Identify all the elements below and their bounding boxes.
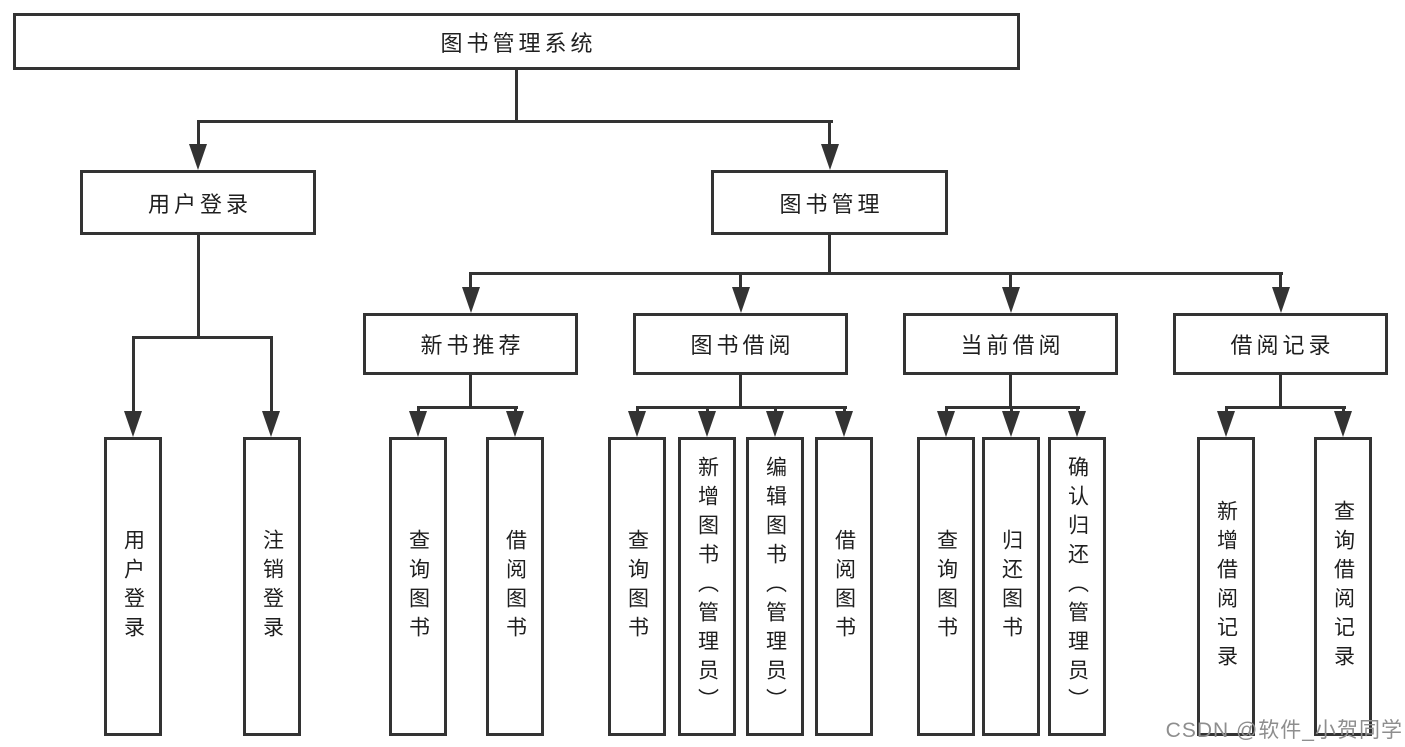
arrowhead-icon xyxy=(1217,411,1235,437)
node-new-book-recommend: 新书推荐 xyxy=(363,313,578,375)
connector-line xyxy=(196,120,200,148)
arrowhead-icon xyxy=(937,411,955,437)
arrowhead-icon xyxy=(461,287,480,313)
arrowhead-icon xyxy=(1002,411,1020,437)
arrowhead-icon xyxy=(1068,411,1086,437)
leaf-edit-books-admin: 编辑图书（管理员） xyxy=(746,437,804,736)
leaf-borrow-books-borrow: 借阅图书 xyxy=(815,437,873,736)
arrowhead-icon xyxy=(1001,287,1020,313)
leaf-query-books-recommend: 查询图书 xyxy=(389,437,447,736)
node-book-borrow: 图书借阅 xyxy=(633,313,848,375)
connector-line xyxy=(416,406,518,409)
arrowhead-icon xyxy=(262,411,280,437)
connector-line xyxy=(1009,375,1012,409)
leaf-confirm-return-admin: 确认归还（管理员） xyxy=(1048,437,1106,736)
arrowhead-icon xyxy=(506,411,524,437)
connector-line xyxy=(196,235,200,339)
connector-line xyxy=(1279,375,1282,409)
leaf-user-login: 用户登录 xyxy=(104,437,162,736)
connector-line xyxy=(739,272,742,292)
arrowhead-icon xyxy=(698,411,716,437)
leaf-return-books: 归还图书 xyxy=(982,437,1040,736)
connector-line xyxy=(739,375,742,409)
node-book-management: 图书管理 xyxy=(711,170,948,235)
connector-line xyxy=(269,336,273,414)
connector-line xyxy=(196,120,833,123)
arrowhead-icon xyxy=(628,411,646,437)
connector-line xyxy=(469,272,472,292)
arrowhead-icon xyxy=(409,411,427,437)
connector-line xyxy=(131,336,273,339)
leaf-logout: 注销登录 xyxy=(243,437,301,736)
connector-line xyxy=(1279,272,1282,292)
connector-line xyxy=(469,375,472,409)
node-current-borrow: 当前借阅 xyxy=(903,313,1118,375)
node-user-login: 用户登录 xyxy=(80,170,316,235)
connector-line xyxy=(635,406,847,409)
connector-line xyxy=(1009,272,1012,292)
node-library-system: 图书管理系统 xyxy=(13,13,1020,70)
leaf-add-borrow-record: 新增借阅记录 xyxy=(1197,437,1255,736)
arrowhead-icon xyxy=(766,411,784,437)
arrowhead-icon xyxy=(1271,287,1290,313)
arrowhead-icon xyxy=(124,411,142,437)
connector-line xyxy=(828,120,831,148)
leaf-query-books-borrow: 查询图书 xyxy=(608,437,666,736)
arrowhead-icon xyxy=(189,144,207,170)
connector-line xyxy=(828,235,831,275)
connector-line xyxy=(469,272,1283,275)
arrowhead-icon xyxy=(731,287,750,313)
connector-line xyxy=(131,336,135,414)
arrowhead-icon xyxy=(835,411,853,437)
connector-line xyxy=(514,70,518,123)
arrowhead-icon xyxy=(820,144,839,170)
leaf-query-borrow-record: 查询借阅记录 xyxy=(1314,437,1372,736)
watermark: CSDN @软件_小贺同学 xyxy=(1165,719,1403,742)
leaf-query-books-current: 查询图书 xyxy=(917,437,975,736)
leaf-add-books-admin: 新增图书（管理员） xyxy=(678,437,736,736)
node-borrow-records: 借阅记录 xyxy=(1173,313,1388,375)
arrowhead-icon xyxy=(1334,411,1352,437)
leaf-borrow-books-recommend: 借阅图书 xyxy=(486,437,544,736)
connector-line xyxy=(1224,406,1346,409)
